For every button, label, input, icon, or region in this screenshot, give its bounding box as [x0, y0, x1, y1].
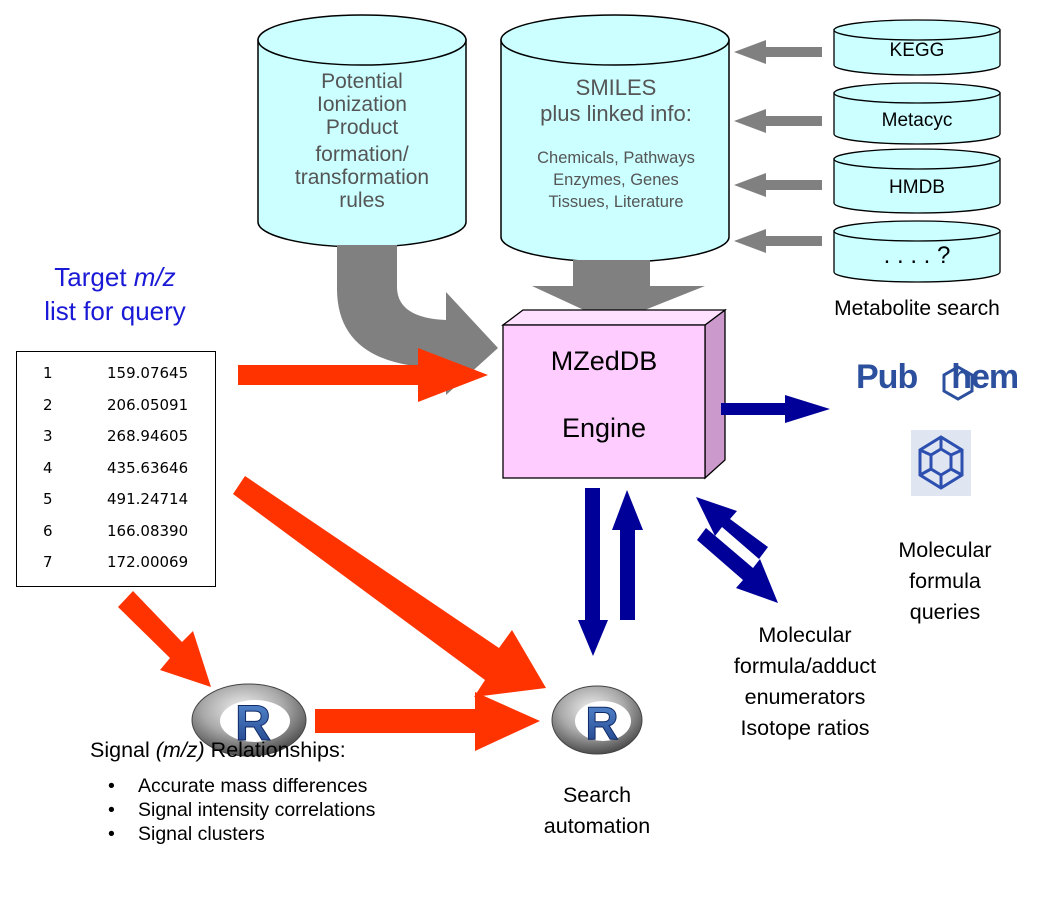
mz-row-index: 3	[43, 427, 53, 445]
signal-relationships-heading: Signal (m/z) Relationships:	[90, 738, 346, 762]
arrow-engine-to-automation	[578, 488, 608, 656]
signal-relationships-list: Accurate mass differences Signal intensi…	[108, 774, 375, 846]
enumerator-line: Isotope ratios	[740, 716, 870, 740]
mz-row-index: 7	[43, 553, 53, 571]
mz-row-index: 4	[43, 458, 53, 477]
arrow-metacyc-to-smiles	[734, 109, 822, 133]
linked-info-line: Chemicals, Pathways	[537, 149, 695, 167]
rules-line: Product	[325, 116, 399, 139]
mz-row-value: 268.94605	[107, 427, 189, 445]
arrow-list-to-engine	[238, 348, 488, 402]
mz-row-value: 435.63646	[107, 458, 189, 477]
arrow-list-to-signal	[118, 591, 211, 687]
rules-line: rules	[339, 189, 385, 212]
arrow-smiles-to-engine	[532, 260, 705, 323]
mz-table-row: 6 166.08390	[17, 516, 217, 546]
mz-table-row: 7 172.00069	[17, 547, 217, 577]
linked-info-line: Enzymes, Genes	[553, 171, 679, 189]
mz-row-value: 206.05091	[107, 395, 189, 414]
mz-table-row: 5 491.24714	[17, 484, 217, 514]
target-list-title-line1: Target m/z	[54, 262, 176, 292]
smiles-line: SMILES	[575, 75, 657, 100]
mz-row-value: 166.08390	[107, 521, 189, 540]
engine-label-line1: MZedDB	[550, 346, 658, 376]
mz-row-value: 159.07645	[107, 364, 189, 382]
mz-row-index: 2	[43, 395, 53, 414]
mz-table-row: 1 159.07645	[17, 358, 217, 388]
rules-line: Ionization	[317, 93, 407, 116]
arrow-enumerator-to-engine	[696, 497, 768, 559]
engine-label-line2: Engine	[561, 413, 647, 443]
rules-line: transformation	[294, 166, 430, 189]
pubchem-logo-hem: hem	[951, 358, 1019, 396]
smiles-line: plus linked info:	[540, 101, 692, 126]
arrow-list-to-automation	[233, 476, 546, 697]
svg-text:R: R	[235, 695, 271, 751]
mz-row-index: 1	[43, 364, 53, 382]
blue-arrows	[578, 395, 830, 656]
target-list-title: Target m/z list for query	[0, 260, 230, 328]
enumerators-label: Molecular formula/adduct enumerators Iso…	[700, 620, 910, 744]
source-label-hmdb: HMDB	[889, 177, 945, 198]
signal-bullet: Signal clusters	[108, 822, 375, 846]
source-cylinder-metacyc	[833, 82, 1001, 145]
arrow-engine-to-pubchem	[721, 395, 830, 423]
r-logo-automation: R	[551, 685, 643, 755]
signal-bullet: Signal intensity correlations	[108, 798, 375, 822]
signal-bullet: Accurate mass differences	[108, 774, 375, 798]
queries-line: Molecular	[898, 538, 992, 562]
r-logo-signal: R	[191, 683, 307, 757]
pubchem-logo-mark	[942, 365, 974, 401]
source-label-metacyc: Metacyc	[881, 110, 953, 131]
mz-table-row: 2 206.05091	[17, 390, 217, 420]
queries-line: formula	[909, 569, 981, 593]
enumerator-line: Molecular	[758, 623, 852, 647]
source-cylinder-hmdb	[833, 148, 1001, 214]
red-arrows	[118, 348, 546, 751]
metabolite-search-label: Metabolite search	[834, 297, 1000, 320]
linked-info-line: Tissues, Literature	[548, 193, 684, 211]
svg-text:R: R	[585, 697, 618, 749]
arrow-rules-to-engine	[337, 245, 498, 395]
arrow-kegg-to-smiles	[734, 40, 822, 64]
source-cylinder-kegg	[833, 19, 1001, 76]
arrow-unknown-to-smiles	[734, 229, 822, 253]
pubchem-molecule-icon	[911, 430, 971, 496]
rules-line: formation/	[315, 143, 409, 166]
source-arrows	[734, 40, 822, 253]
mz-row-value: 491.24714	[107, 490, 189, 508]
engine-box	[501, 308, 727, 480]
mz-row-value: 172.00069	[107, 553, 189, 571]
mz-row-index: 5	[43, 490, 53, 508]
pubchem-queries-label: Molecular formula queries	[870, 535, 1020, 628]
mz-table-row: 3 268.94605	[17, 421, 217, 451]
target-list-title-line2: list for query	[44, 296, 186, 326]
search-automation-label: Search automation	[527, 780, 667, 842]
arrow-engine-to-enumerator	[697, 528, 778, 603]
source-label-unknown: . . . . ?	[883, 242, 951, 269]
rules-database-cylinder	[257, 14, 467, 248]
mz-table-row: 4 435.63646	[17, 453, 217, 483]
rules-database-label: Potential Ionization Product formation/ …	[270, 70, 454, 212]
arrow-hmdb-to-smiles	[734, 173, 822, 197]
smiles-database-label: SMILES plus linked info: Chemicals, Path…	[505, 75, 727, 213]
source-cylinder-unknown	[833, 220, 1001, 283]
automation-line: automation	[543, 814, 651, 838]
arrow-automation-to-engine	[612, 490, 643, 620]
rules-line: Potential	[321, 70, 403, 93]
mz-row-index: 6	[43, 521, 53, 540]
pubchem-logo-pub: Pub	[856, 358, 918, 396]
enumerator-line: enumerators	[744, 685, 866, 709]
enumerator-line: formula/adduct	[733, 654, 877, 678]
automation-line: Search	[562, 783, 632, 807]
mz-query-table: 1 159.07645 2 206.05091 3 268.94605 4 435.63646…	[16, 351, 216, 587]
smiles-database-cylinder	[500, 14, 730, 263]
source-label-kegg: KEGG	[889, 40, 945, 61]
queries-line: queries	[909, 600, 981, 624]
arrow-signal-to-automation	[315, 692, 540, 751]
